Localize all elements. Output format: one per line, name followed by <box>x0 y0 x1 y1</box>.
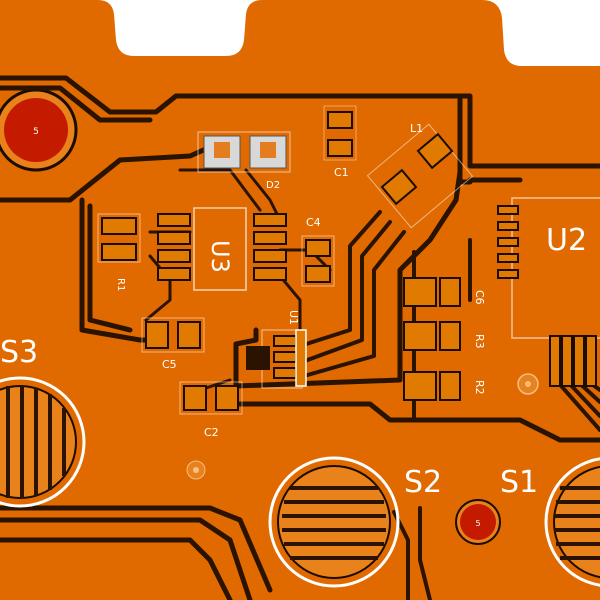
r3-label: R3 <box>473 334 486 349</box>
passives: R1 C4 C1 C5 C2 C6 R3 R2 <box>97 105 486 439</box>
c1-label: C1 <box>334 166 349 179</box>
vias <box>186 381 531 480</box>
u1-label: U1 <box>287 310 300 325</box>
switch-s3: S3 <box>0 335 86 508</box>
fiducial-top-left: 5 <box>0 88 78 172</box>
u1-component: U1 <box>246 310 307 389</box>
marker-bottom-label: 5 <box>475 519 480 528</box>
switch-s1: S1 <box>500 457 600 587</box>
u3-label: U3 <box>206 240 234 273</box>
c2-label: C2 <box>204 426 219 439</box>
c5-label: C5 <box>162 358 177 371</box>
switch-s2: S2 <box>268 456 442 588</box>
c6-label: C6 <box>473 290 486 305</box>
c4-label: C4 <box>306 216 321 229</box>
u2-label: U2 <box>546 223 587 258</box>
s1-label: S1 <box>500 465 538 500</box>
l1-label: L1 <box>410 122 423 135</box>
led-d2: D2 <box>197 131 291 191</box>
fiducial-bottom: 5 <box>455 499 501 545</box>
inductor-l1: L1 <box>366 122 474 229</box>
s3-label: S3 <box>0 335 38 370</box>
traces <box>0 75 600 600</box>
r1-label: R1 <box>115 278 126 291</box>
d2-label: D2 <box>266 180 280 191</box>
s2-label: S2 <box>404 465 442 500</box>
marker-top-label: 5 <box>33 127 39 137</box>
u3-component: U3 <box>157 207 287 291</box>
r2-label: R2 <box>473 380 486 395</box>
